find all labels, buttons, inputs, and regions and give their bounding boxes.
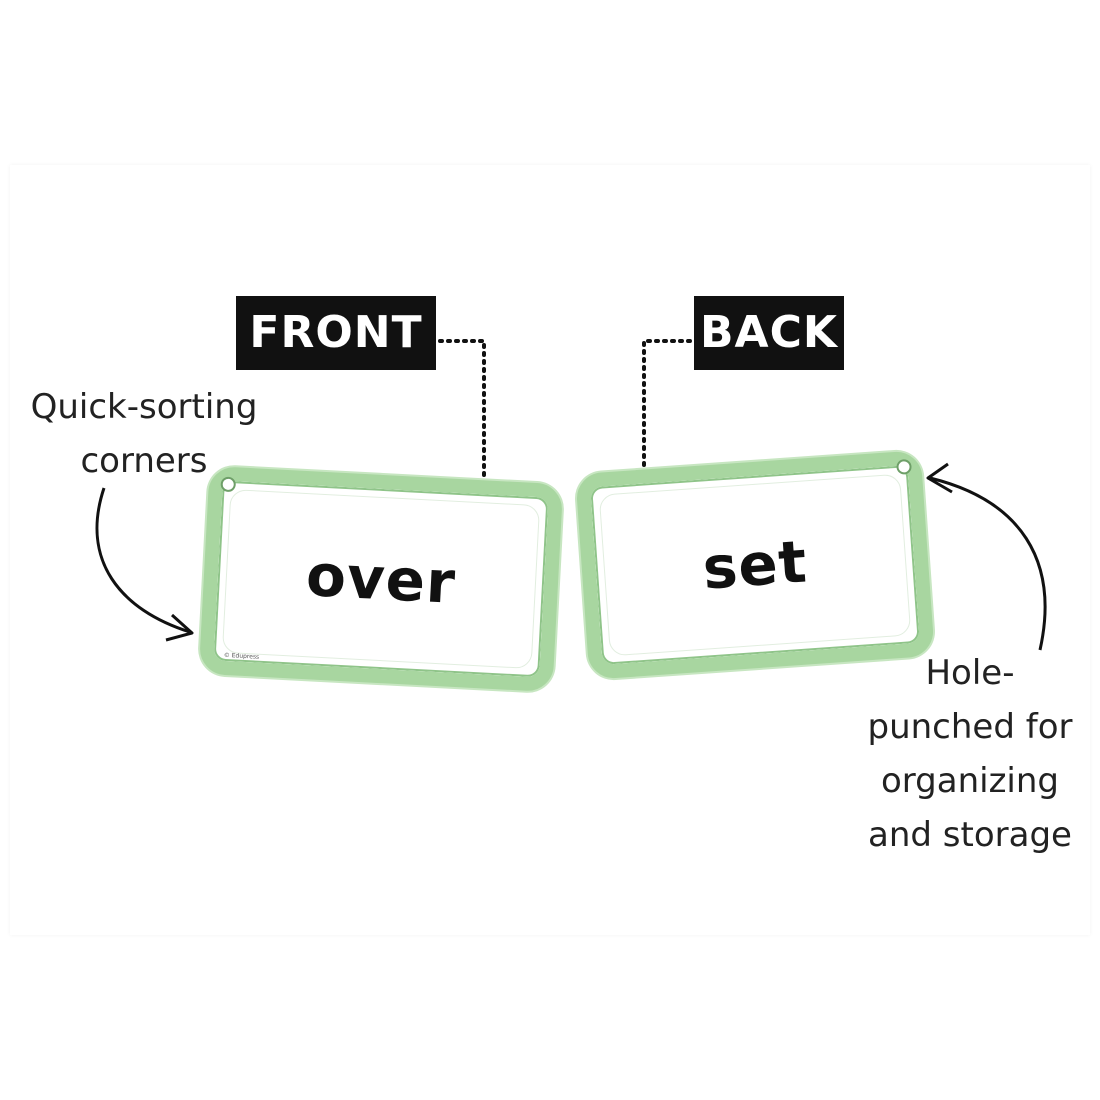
punch-hole-icon <box>220 476 237 493</box>
front-tag: FRONT <box>236 296 436 370</box>
hole-punched-callout: Hole- punched for organizing and storage <box>850 646 1090 862</box>
left-arrowhead <box>165 613 194 642</box>
right-arrowhead <box>926 462 953 494</box>
callout-right-line-2: punched for <box>867 707 1073 747</box>
callout-right-line-4: and storage <box>868 815 1072 855</box>
callout-right-line-1: Hole- <box>925 653 1015 693</box>
back-tag: BACK <box>694 296 844 370</box>
callout-left-line-1: Quick-sorting <box>30 387 258 427</box>
front-dotted-leader <box>438 339 486 490</box>
callout-right-line-3: organizing <box>880 761 1060 801</box>
quick-sorting-callout: Quick-sorting corners <box>14 380 274 488</box>
right-curved-arrow <box>929 476 1047 651</box>
front-flash-card: over © Edupress <box>198 465 564 693</box>
punch-hole-icon <box>896 458 913 475</box>
left-curved-arrow <box>95 487 191 634</box>
callout-left-line-2: corners <box>80 441 208 481</box>
card-copyright: © Edupress <box>223 651 260 661</box>
back-dotted-leader <box>642 339 692 468</box>
